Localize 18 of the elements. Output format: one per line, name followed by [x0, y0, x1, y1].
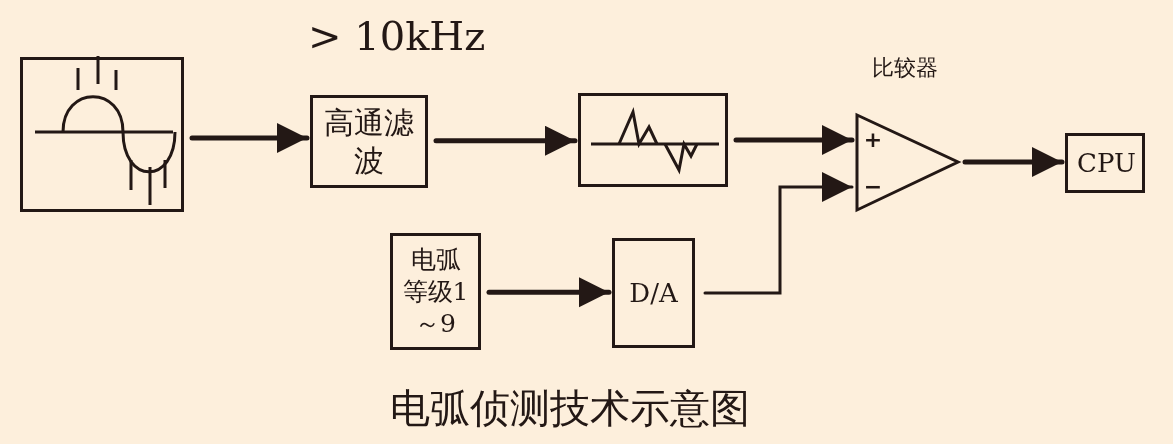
arrow [189, 123, 310, 153]
arrow [703, 172, 854, 295]
cpu-box: CPU [1065, 133, 1145, 193]
comparator-label: 比较器 [871, 54, 939, 82]
caption: 电弧侦测技术示意图 [390, 385, 750, 431]
minus-sign: − [863, 173, 883, 201]
plus-sign: + [863, 126, 883, 154]
waveform-box [20, 57, 184, 212]
arrow [486, 277, 612, 308]
level-box: 电弧等级1～9 [390, 233, 481, 350]
arrow [733, 125, 855, 155]
arrow [962, 147, 1065, 177]
filter-box: 高通滤波 [310, 95, 428, 188]
arrow [433, 125, 578, 156]
frequency-label: > 10kHz [308, 13, 486, 59]
waveform-box [578, 93, 728, 187]
comparator [855, 55, 962, 213]
converter-box: D/A [612, 238, 695, 348]
